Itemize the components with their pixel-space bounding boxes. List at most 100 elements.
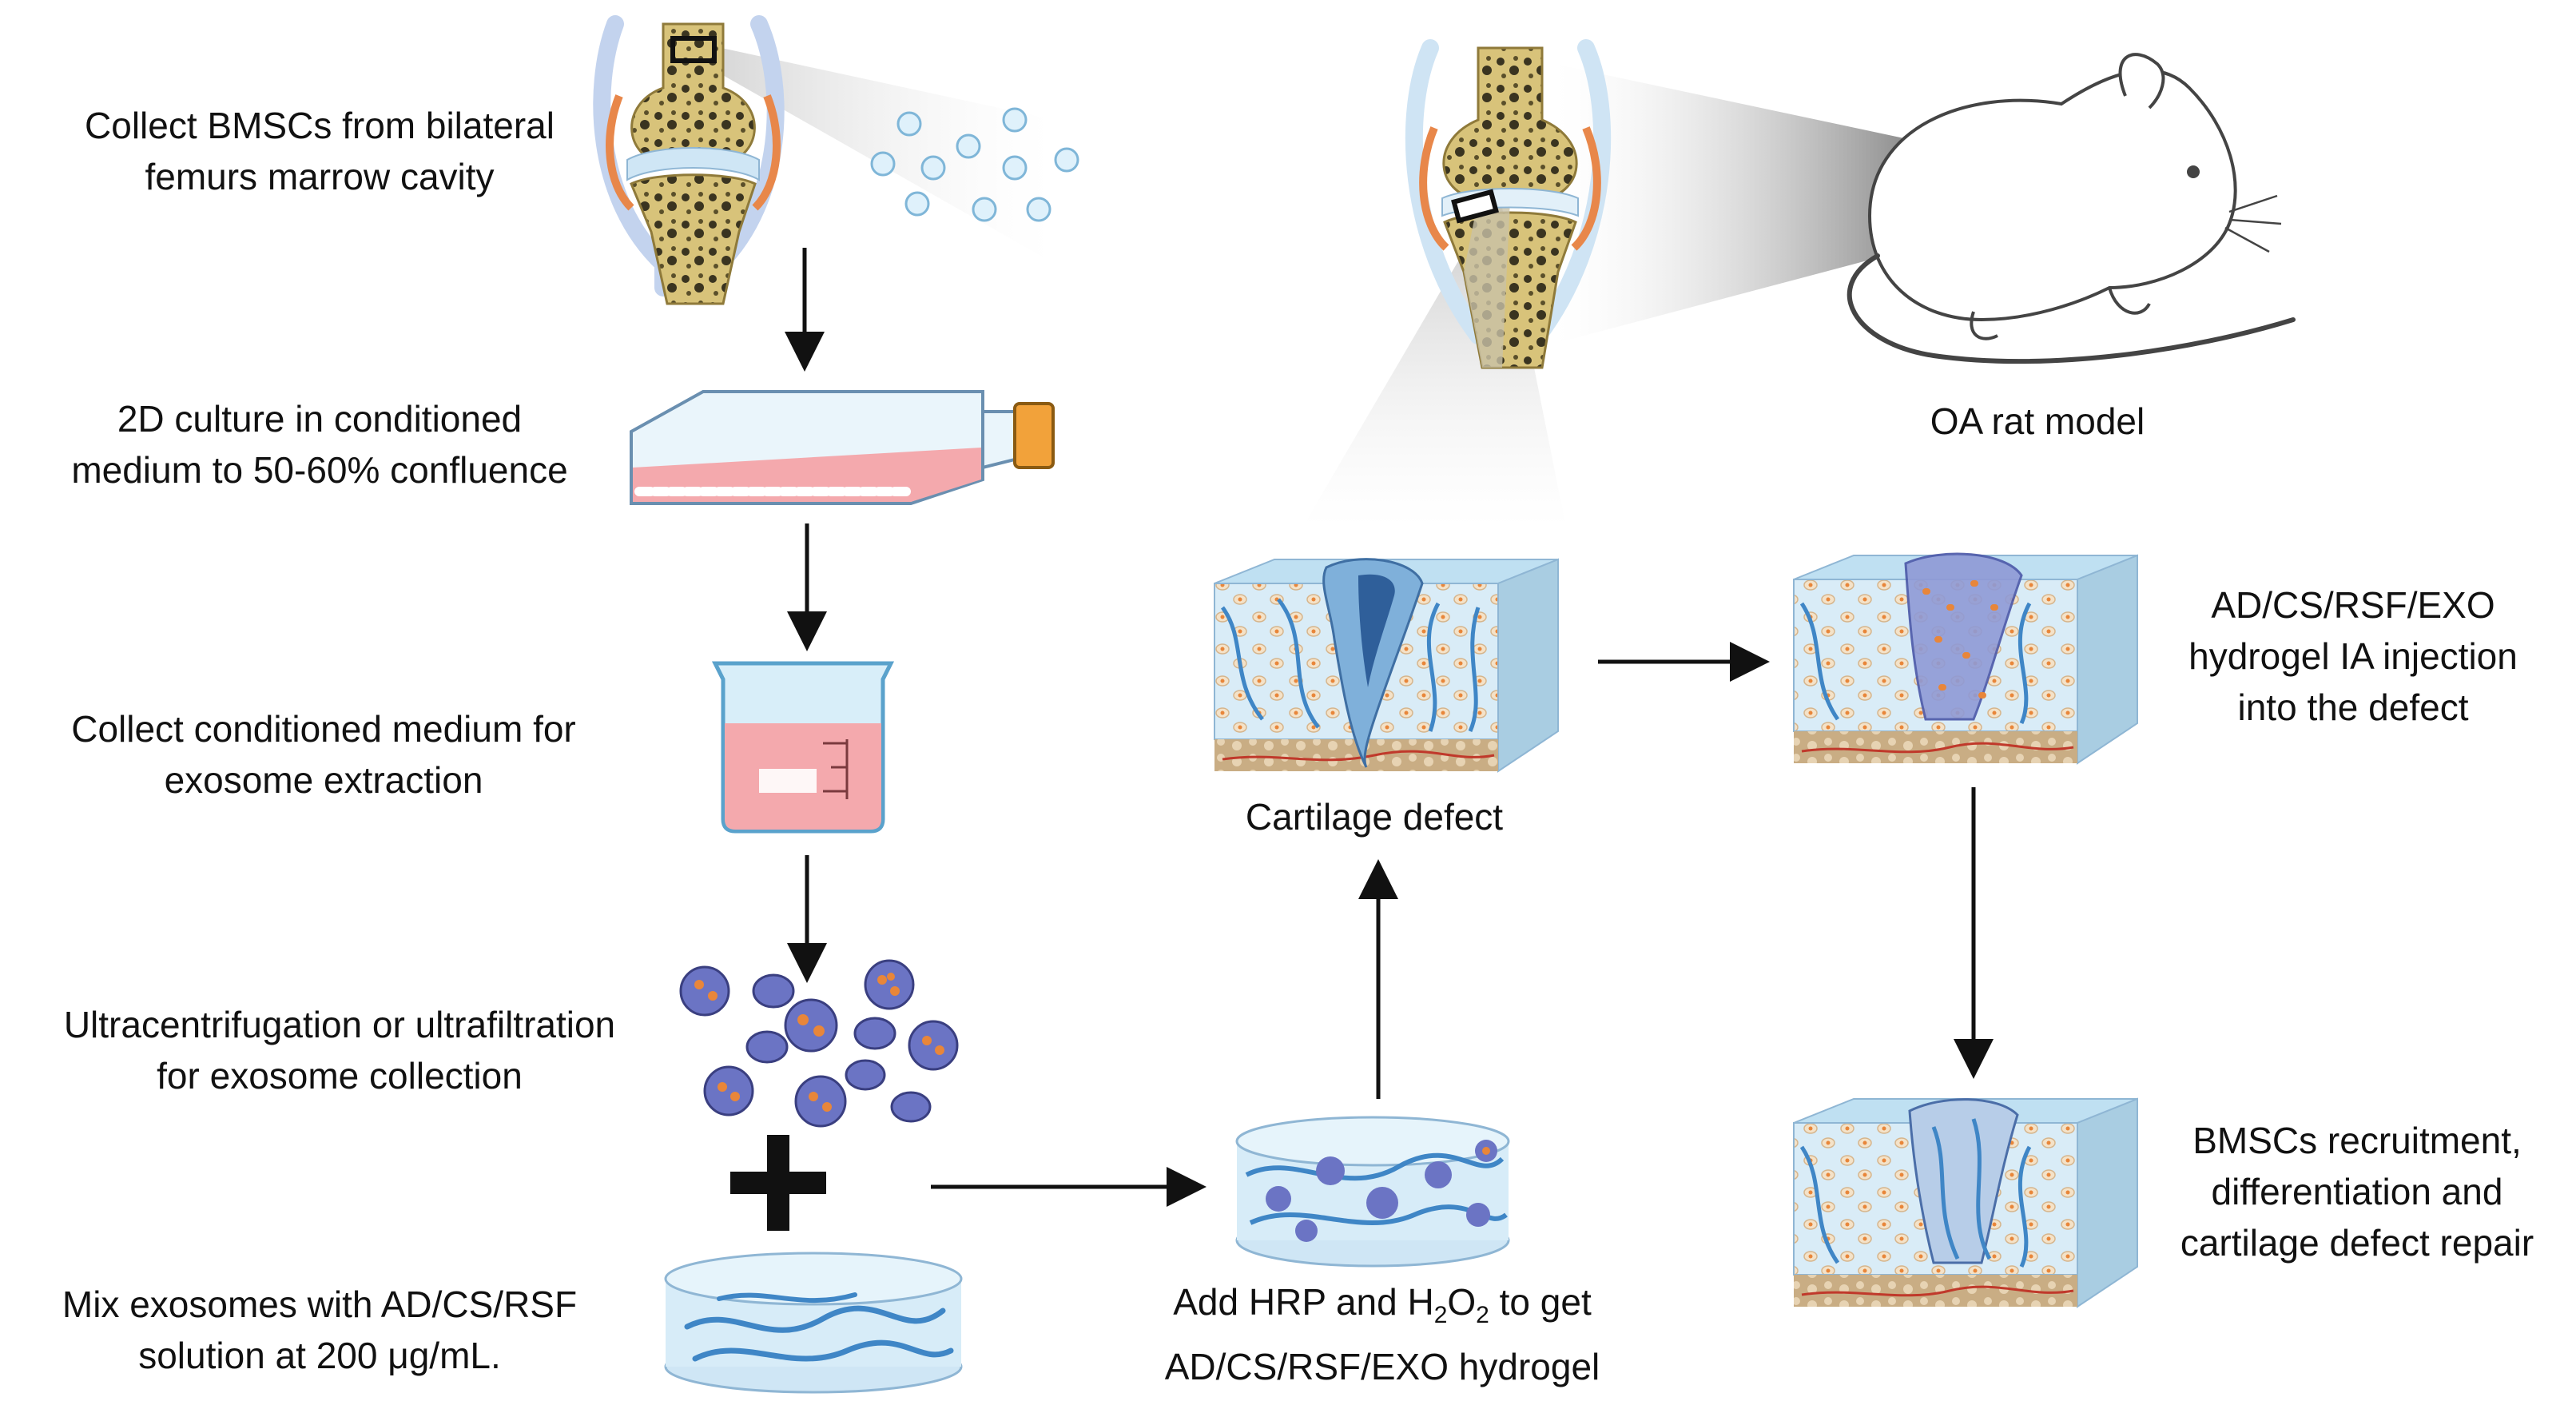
exosome <box>1466 1203 1490 1227</box>
label-line: femurs marrow cavity <box>145 156 495 197</box>
label-line: for exosome collection <box>157 1055 523 1097</box>
exosome <box>1316 1156 1345 1185</box>
exosome-cluster <box>679 959 959 1128</box>
hydrogel-injected-block <box>1793 552 2138 765</box>
culture-flask <box>630 390 1055 505</box>
exosome <box>1366 1187 1398 1219</box>
cell <box>896 111 922 137</box>
polymer-fiber <box>692 1339 954 1362</box>
exosome <box>1425 1161 1452 1188</box>
beaker <box>711 661 895 834</box>
repair-label: BMSCs recruitment, differentiation and c… <box>2141 1115 2573 1268</box>
label-line: medium to 50-60% confluence <box>71 449 568 491</box>
step-collect-medium-label: Collect conditioned medium for exosome e… <box>16 703 631 806</box>
cartilage-defect-label: Cartilage defect <box>1245 796 1504 838</box>
step-collect-bmscs-label: Collect BMSCs from bilateral femurs marr… <box>32 100 607 202</box>
cell <box>920 155 946 181</box>
label-line: cartilage defect repair <box>2180 1222 2534 1264</box>
step-ultracentrifugation-label: Ultracentrifugation or ultrafiltration f… <box>8 999 671 1101</box>
rat-leg <box>1970 287 2151 340</box>
degraded-region <box>1464 200 1510 368</box>
label-line: AD/CS/RSF/EXO <box>2211 584 2495 626</box>
rat-tail <box>1847 253 2296 364</box>
label-line: into the defect <box>2237 687 2469 728</box>
flask-cap <box>1013 402 1055 469</box>
cell <box>972 197 997 222</box>
hydrogel-dish <box>1235 1116 1510 1268</box>
rat-ear <box>2118 53 2165 109</box>
bmsc-cells <box>870 107 1079 222</box>
hydrogel-dots <box>1922 580 1998 699</box>
knee-joint-defect-illustration <box>1302 39 2006 527</box>
cell <box>956 133 981 159</box>
exosome <box>1295 1220 1318 1242</box>
cell <box>1026 197 1051 222</box>
exosome <box>784 998 838 1053</box>
exosome-cargo <box>1482 1147 1490 1155</box>
exosome <box>794 1075 847 1128</box>
plus-icon <box>730 1135 826 1231</box>
step-culture-label: 2D culture in conditioned medium to 50-6… <box>24 393 615 496</box>
cartilage-defect-block <box>1214 558 1559 773</box>
polymer-fiber <box>717 1292 857 1304</box>
exosome-plain <box>853 1017 896 1050</box>
block-side <box>2077 1097 2138 1308</box>
injection-label: AD/CS/RSF/EXO hydrogel IA injection into… <box>2141 579 2565 733</box>
exosome <box>679 965 730 1017</box>
ligament-left <box>1419 126 1449 251</box>
exosome-plain <box>752 973 795 1009</box>
step-mix-label: Mix exosomes with AD/CS/RSF solution at … <box>8 1279 631 1381</box>
defect-site-box <box>1451 189 1499 224</box>
polymer-fiber <box>1245 1152 1505 1181</box>
label-line: Add HRP and H2O2 to get <box>1173 1281 1592 1328</box>
dish-top <box>1235 1116 1510 1167</box>
block-side <box>1497 558 1559 773</box>
dish-top <box>664 1252 963 1306</box>
step-add-hrp-label: Add HRP and H2O2 to get AD/CS/RSF/EXO hy… <box>1103 1276 1662 1392</box>
beaker-label <box>759 769 817 793</box>
exosome <box>908 1020 959 1071</box>
polymer-solution-dish <box>664 1252 963 1394</box>
block-side <box>2077 554 2138 765</box>
hydrogel-fill <box>1904 552 2023 721</box>
oa-rat-model-label: OA rat model <box>1930 400 2145 442</box>
exosome <box>1266 1186 1291 1212</box>
cell <box>904 191 930 217</box>
exosome <box>864 959 915 1010</box>
collagen-fibers <box>1799 1118 2032 1268</box>
exosome-plain <box>845 1059 886 1091</box>
cell <box>1054 147 1079 173</box>
knee-joint-illustration <box>593 15 1055 305</box>
label-line: Mix exosomes with AD/CS/RSF <box>62 1284 578 1325</box>
ligament-right <box>752 94 781 211</box>
collagen-fibers <box>1799 602 2032 725</box>
ligament-left <box>606 94 634 211</box>
collagen-fibers <box>1220 598 1481 733</box>
polymer-fiber <box>684 1305 946 1333</box>
label-line: Ultracentrifugation or ultrafiltration <box>63 1004 616 1045</box>
zoom-beam-rat <box>1554 64 2006 344</box>
label-line: solution at 200 μg/mL. <box>138 1335 501 1376</box>
blood-vessels <box>1801 742 2074 754</box>
exosome-plain <box>890 1091 932 1123</box>
label-line: Collect BMSCs from bilateral <box>85 105 555 146</box>
label-line: differentiation and <box>2211 1171 2503 1212</box>
rat-whiskers <box>2224 194 2282 253</box>
label-line: AD/CS/RSF/EXO hydrogel <box>1164 1346 1600 1387</box>
flask-neck <box>981 410 1016 470</box>
exosome-plain <box>745 1030 789 1064</box>
defect-core <box>1358 574 1395 687</box>
label-line: BMSCs recruitment, <box>2192 1120 2522 1161</box>
cell <box>1002 155 1028 181</box>
exosome <box>703 1065 754 1116</box>
rat-body <box>1867 69 2237 322</box>
rat-eye <box>2187 165 2200 178</box>
tibia-bone <box>630 173 757 305</box>
ligament-right <box>1571 126 1601 251</box>
rat-illustration <box>1847 53 2296 364</box>
blood-vessels <box>1801 1285 2074 1297</box>
marrow-sample-box <box>670 36 717 63</box>
label-line: 2D culture in conditioned <box>117 398 523 440</box>
articular-cartilage <box>626 147 760 181</box>
